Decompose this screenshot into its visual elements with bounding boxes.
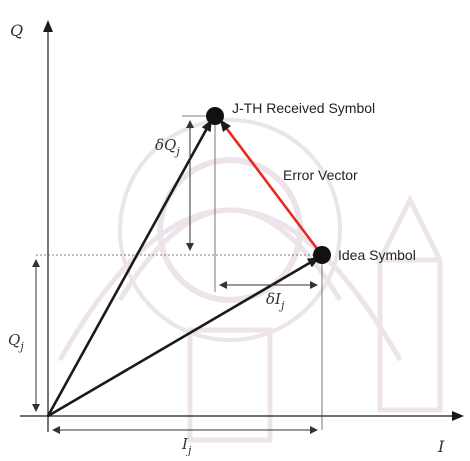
i-j-label: Ij — [181, 435, 192, 456]
q-j-label: Qj — [8, 331, 24, 353]
watermark-emblem — [57, 118, 443, 443]
delta-i-label: δIj — [266, 290, 285, 312]
received-symbol-point — [206, 107, 224, 125]
delta-q-label: δQj — [155, 136, 180, 158]
received-symbol-label: J-TH Received Symbol — [232, 100, 375, 116]
q-axis-label: Q — [10, 21, 23, 40]
ideal-symbol-point — [313, 246, 331, 264]
received-vector — [46, 119, 213, 417]
i-axis-label: I — [437, 437, 445, 456]
error-vector-label: Error Vector — [283, 167, 358, 183]
ideal-symbol-label: Idea Symbol — [338, 247, 416, 263]
error-vector — [219, 119, 320, 251]
